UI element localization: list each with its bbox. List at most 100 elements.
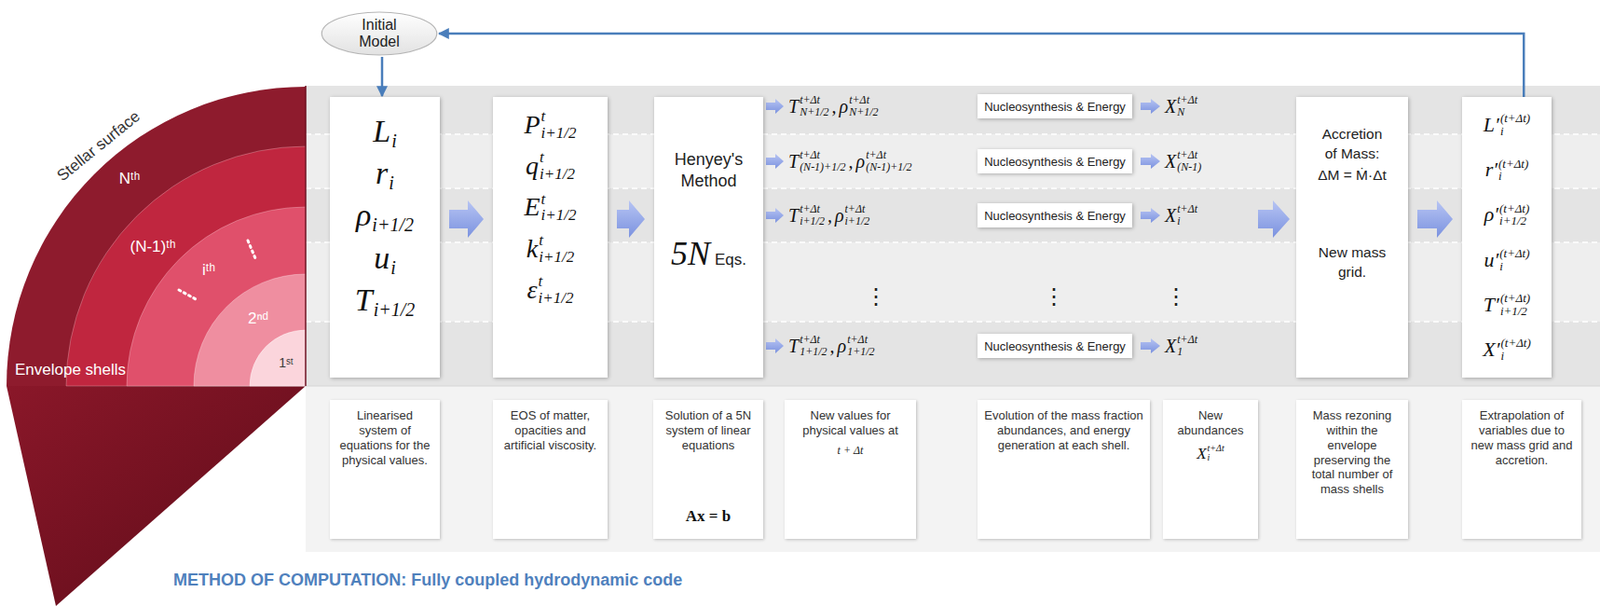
formula-symbol: u′ (1483, 249, 1499, 271)
formula-scripts: (t+Δt)i (1499, 246, 1530, 273)
description-text: Evolution of the mass fraction abundance… (984, 408, 1144, 453)
formula-symbol: T (355, 284, 373, 316)
box-text: Nucleosynthesis & Energy (984, 99, 1126, 114)
formula-row: T′(t+Δt)i+1/2 (1483, 291, 1531, 317)
description-box: New abundancesXt+Δti (1162, 399, 1259, 539)
formula-script: N (1176, 106, 1198, 119)
ellipsis-mark: ⋮ (864, 285, 888, 308)
description-text: Linearised system of equations for the p… (336, 408, 434, 467)
ellipsis-mark: ⋮ (1042, 285, 1066, 308)
formula-script: i+1/2 (371, 215, 414, 235)
description-text: EOS of matter, opacities and artificial … (499, 408, 602, 453)
equation-count: 5N (670, 233, 711, 274)
formula-row: ρ′(t+Δt)i+1/2 (1484, 202, 1531, 228)
block-arrow (449, 200, 484, 238)
formula-script: 1+1/2 (847, 345, 875, 358)
variable-box: Pti+1/2qti+1/2Eti+1/2kti+1/2εti+1/2 (492, 96, 608, 378)
formula-scripts: i+1/2 (371, 195, 414, 235)
formula-symbol: , (827, 205, 833, 225)
formula-scripts: (t+Δt)i (1500, 111, 1531, 137)
formula-scripts: t+Δti (1176, 203, 1198, 227)
formula-script: i (1498, 169, 1529, 183)
formula-symbol: X (1196, 445, 1206, 462)
formula-script: t+Δt (1176, 149, 1202, 162)
formula-row: ri (375, 153, 395, 193)
description-box: Evolution of the mass fraction abundance… (977, 399, 1150, 539)
formula-row: qti+1/2 (525, 149, 575, 183)
shell-n-1 (66, 146, 306, 386)
nucleosynthesis-box: Nucleosynthesis & Energy (977, 333, 1133, 358)
formula-text: t + Δt (837, 443, 864, 458)
formula-script: (t+Δt) (1499, 246, 1530, 260)
formula-scripts: (t+Δt)i+1/2 (1499, 202, 1530, 228)
formula-scripts: ti+1/2 (538, 273, 575, 307)
formula-symbol: X (1164, 205, 1177, 225)
formula-script: i+1/2 (373, 300, 416, 320)
shell-i (126, 206, 306, 386)
formula-script: t+Δt (1207, 443, 1225, 454)
formula-script: (N-1)+1/2 (865, 161, 912, 174)
formula-row: ρi+1/2 (355, 195, 414, 235)
formula-row: Ti+1/2 (355, 280, 416, 320)
formula-symbol: X (1164, 336, 1177, 356)
formula-symbol: T (788, 151, 799, 171)
formula-symbol: X (1164, 151, 1177, 171)
formula-script: t+Δt (865, 149, 912, 162)
formula-script: i+1/2 (1500, 304, 1531, 318)
formula-symbol: P (523, 111, 540, 138)
formula-label: Tt+Δt(N-1)+1/2,ρt+Δt(N-1)+1/2 (788, 149, 913, 173)
shell-label: (N-1)ᵗʰ (130, 237, 177, 257)
nucleosynthesis-box: Nucleosynthesis & Energy (977, 203, 1133, 228)
box-text: Nucleosynthesis & Energy (984, 208, 1126, 223)
formula-symbol: L (372, 115, 391, 148)
formula-script: N+1/2 (799, 106, 829, 119)
formula-script: (N-1) (1176, 161, 1202, 174)
formula-script: t+Δt (845, 203, 871, 216)
shell-2 (193, 273, 306, 386)
formula-scripts: t+Δt(N-1) (1176, 149, 1202, 173)
output-arrow (765, 207, 784, 223)
formula-script: t+Δt (799, 94, 829, 107)
script-spacer (391, 111, 397, 132)
formula-script: t+Δt (799, 203, 825, 216)
formula-script: i+1/2 (538, 289, 575, 307)
text-row: 5NEqs. (670, 233, 747, 274)
formula-script: i (390, 258, 397, 278)
shell-label: 1ˢᵗ (278, 355, 294, 370)
formula-symbol: L′ (1483, 114, 1500, 136)
formula-scripts: i (391, 111, 397, 151)
caption: METHOD OF COMPUTATION: Fully coupled hyd… (173, 570, 683, 590)
flow-arrow (381, 56, 384, 96)
formula-symbol: u (373, 242, 390, 274)
variable-box: L′(t+Δt)ir′(t+Δt)iρ′(t+Δt)i+1/2u′(t+Δt)i… (1462, 96, 1552, 378)
formula-row: Pti+1/2 (523, 108, 576, 142)
description-band (305, 385, 1600, 552)
formula-script: (t+Δt) (1500, 336, 1531, 350)
formula-label: Xt+ΔtN (1164, 94, 1198, 118)
formula-script: t+Δt (799, 333, 827, 346)
formula-symbol: , (830, 336, 835, 356)
formula-row: u′(t+Δt)i (1483, 246, 1530, 273)
description-text: New values for physical values at (791, 408, 910, 438)
formula-row: εti+1/2 (527, 273, 575, 307)
formula-script: 1 (1176, 345, 1198, 358)
formula-script: t+Δt (799, 149, 846, 162)
formula-script: t (539, 149, 575, 166)
formula-scripts: i (390, 238, 397, 278)
shell-label: Nᵗʰ (119, 169, 141, 189)
formula-symbol: T (788, 336, 799, 356)
description-box: Extrapolation of variables due to new ma… (1462, 399, 1582, 539)
formula-script: t (538, 273, 575, 290)
formula-script: i (1500, 124, 1531, 138)
abundance-arrow (1140, 338, 1161, 354)
flow-arrow (438, 33, 1524, 97)
formula-symbol: T (788, 96, 799, 116)
script-spacer (390, 238, 397, 259)
output-arrow (765, 338, 784, 354)
formula-script: i (1499, 259, 1530, 274)
formula-script: t+Δt (847, 333, 875, 346)
formula-symbol: q (525, 152, 539, 179)
formula-text: ΔM = Ṁ·Δt (1317, 165, 1387, 186)
formula-script: i+1/2 (538, 248, 575, 266)
continuation-dots (247, 240, 256, 259)
